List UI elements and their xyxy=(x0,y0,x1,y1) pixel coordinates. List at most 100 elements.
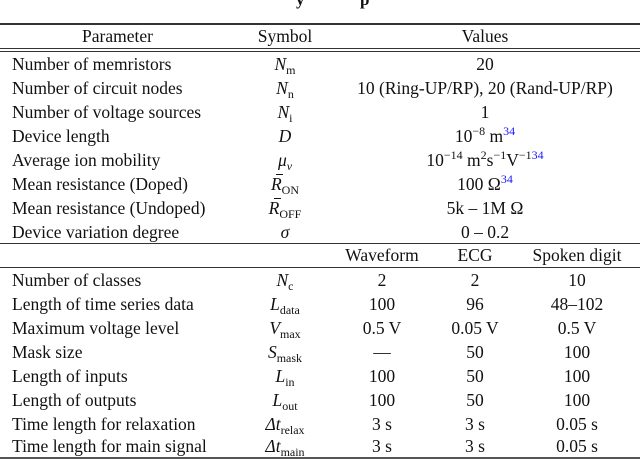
table-row: Time length for main signal Δtmain 3 s 3… xyxy=(0,434,640,458)
table-row: Mean resistance (Doped) RON 100 Ω34 xyxy=(0,172,640,196)
value-spoken-digit: 10 xyxy=(568,270,586,290)
param-name: Time length for relaxation xyxy=(12,414,196,434)
caption-fragment: y p xyxy=(0,0,640,12)
value-waveform: 0.5 V xyxy=(362,318,402,338)
param-value: 10−8 m34 xyxy=(454,124,516,146)
table-row: Device length D 10−8 m34 xyxy=(0,124,640,148)
header-spoken-digit: Spoken digit xyxy=(532,245,622,265)
param-symbol: RON xyxy=(270,174,300,197)
param-value: 100 Ω34 xyxy=(457,172,513,194)
header-waveform: Waveform xyxy=(345,245,419,265)
param-value: 5k – 1M Ω xyxy=(446,198,524,218)
value-spoken-digit: 48–102 xyxy=(550,294,604,314)
table-row: Device variation degree σ 0 – 0.2 xyxy=(0,220,640,244)
value-spoken-digit: 0.05 s xyxy=(556,436,598,456)
value-ecg: 50 xyxy=(466,366,484,386)
param-symbol: Nn xyxy=(276,78,294,101)
value-waveform: 2 xyxy=(377,270,387,290)
param-symbol: Smask xyxy=(267,342,303,365)
header-symbol: Symbol xyxy=(257,26,313,46)
header-parameter: Parameter xyxy=(82,26,153,46)
table-row: Mask size Smask — 50 100 xyxy=(0,340,640,364)
header-rule-2 xyxy=(0,51,640,53)
param-name: Device variation degree xyxy=(12,222,180,242)
value-spoken-digit: 100 xyxy=(563,342,591,362)
param-symbol: Δtmain xyxy=(265,436,305,459)
citation-link[interactable]: 34 xyxy=(503,124,516,138)
table-row: Maximum voltage level Vmax 0.5 V 0.05 V … xyxy=(0,316,640,340)
param-name: Mean resistance (Doped) xyxy=(12,174,188,194)
param-name: Time length for main signal xyxy=(12,436,207,456)
table-row: Length of outputs Lout 100 50 100 xyxy=(0,388,640,412)
param-name: Device length xyxy=(12,126,110,146)
param-name: Number of memristors xyxy=(12,54,172,74)
table-row: Average ion mobility μv 10−14 m2s−1V−134 xyxy=(0,148,640,172)
value-ecg: 3 s xyxy=(465,436,485,456)
dataset-header: Waveform ECG Spoken digit xyxy=(0,243,640,267)
param-name: Average ion mobility xyxy=(12,150,161,170)
param-symbol: μv xyxy=(277,150,293,173)
value-waveform: 100 xyxy=(368,366,396,386)
table-row: Length of time series data Ldata 100 96 … xyxy=(0,292,640,316)
param-name: Number of classes xyxy=(12,270,142,290)
table-row: Number of classes Nc 2 2 10 xyxy=(0,268,640,292)
param-symbol: σ xyxy=(280,222,290,242)
param-symbol: Δtrelax xyxy=(265,414,305,437)
bottom-rule xyxy=(0,457,640,459)
value-waveform: 100 xyxy=(368,294,396,314)
value-ecg: 50 xyxy=(466,342,484,362)
value-ecg: 2 xyxy=(470,270,480,290)
param-name: Mask size xyxy=(12,342,83,362)
table-row: Number of voltage sources Ni 1 xyxy=(0,100,640,124)
table-header: Parameter Symbol Values xyxy=(0,24,640,48)
value-ecg: 96 xyxy=(466,294,484,314)
table-row: Length of inputs Lin 100 50 100 xyxy=(0,364,640,388)
caption-glyph: p xyxy=(360,0,369,10)
section-rule xyxy=(0,243,640,245)
dataset-header-rule xyxy=(0,267,640,268)
value-spoken-digit: 100 xyxy=(563,366,591,386)
value-waveform: 3 s xyxy=(372,436,392,456)
value-ecg: 3 s xyxy=(465,414,485,434)
citation-link[interactable]: 34 xyxy=(500,172,513,186)
citation-link[interactable]: 34 xyxy=(531,148,544,162)
param-name: Length of inputs xyxy=(12,366,128,386)
value-ecg: 50 xyxy=(466,390,484,410)
value-waveform: 100 xyxy=(368,390,396,410)
param-value: 0 – 0.2 xyxy=(460,222,510,242)
param-symbol: Nc xyxy=(276,270,294,293)
param-name: Length of outputs xyxy=(12,390,137,410)
param-value: 10−14 m2s−1V−134 xyxy=(426,148,544,170)
top-rule xyxy=(0,23,640,25)
table-row: Number of circuit nodes Nn 10 (Ring-UP/R… xyxy=(0,76,640,100)
caption-glyph: y xyxy=(296,0,305,10)
param-symbol: Vmax xyxy=(269,318,301,341)
value-spoken-digit: 0.05 s xyxy=(556,414,598,434)
param-name: Length of time series data xyxy=(12,294,194,314)
param-name: Number of circuit nodes xyxy=(12,78,183,98)
param-symbol: Lout xyxy=(272,390,298,413)
param-value: 20 xyxy=(476,54,494,74)
param-value: 1 xyxy=(480,102,490,122)
param-symbol: Nm xyxy=(274,54,296,77)
table-row: Time length for relaxation Δtrelax 3 s 3… xyxy=(0,412,640,436)
param-symbol: Ldata xyxy=(270,294,300,317)
value-spoken-digit: 0.5 V xyxy=(557,318,597,338)
value-waveform: — xyxy=(373,342,391,362)
param-symbol: Lin xyxy=(275,366,295,389)
header-values: Values xyxy=(461,26,509,46)
table-row: Mean resistance (Undoped) ROFF 5k – 1M Ω xyxy=(0,196,640,220)
value-ecg: 0.05 V xyxy=(451,318,499,338)
table-row: Number of memristors Nm 20 xyxy=(0,52,640,76)
header-ecg: ECG xyxy=(457,245,493,265)
param-symbol: D xyxy=(278,126,292,146)
param-symbol: ROFF xyxy=(268,198,302,221)
param-value: 10 (Ring-UP/RP), 20 (Rand-UP/RP) xyxy=(357,78,613,98)
value-spoken-digit: 100 xyxy=(563,390,591,410)
param-name: Maximum voltage level xyxy=(12,318,180,338)
header-rule-1 xyxy=(0,48,640,50)
param-name: Number of voltage sources xyxy=(12,102,202,122)
value-waveform: 3 s xyxy=(372,414,392,434)
param-name: Mean resistance (Undoped) xyxy=(12,198,206,218)
param-symbol: Ni xyxy=(277,102,293,125)
